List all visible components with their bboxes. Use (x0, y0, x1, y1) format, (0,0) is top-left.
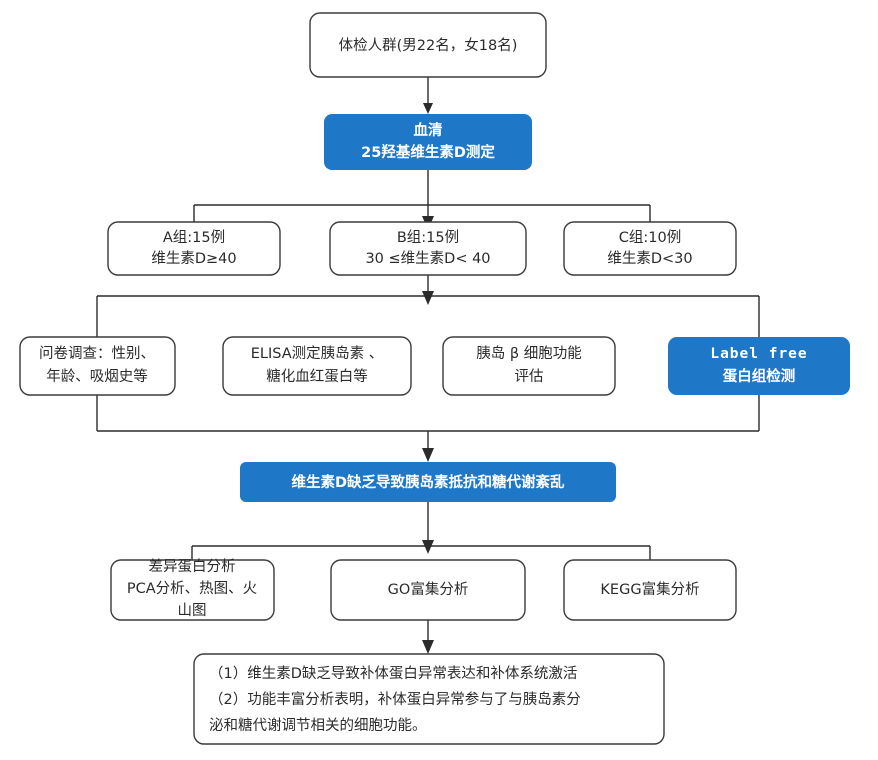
node-questionnaire-line-0: 问卷调查：性别、 (39, 345, 155, 362)
arrowhead-analysis-bar (422, 540, 434, 554)
node-conclusion-mid-line-0: 维生素D缺乏导致胰岛素抵抗和糖代谢紊乱 (291, 473, 565, 491)
node-beta-cell[interactable]: 胰岛 β 细胞功能 评估 (442, 336, 616, 396)
node-beta-cell-box[interactable] (442, 336, 616, 396)
node-questionnaire-box[interactable] (19, 336, 176, 396)
node-kegg-enrich-line-0: KEGG富集分析 (600, 580, 699, 598)
node-label-free-line-1: 蛋白组检测 (723, 367, 796, 385)
node-group-c-line-1: 维生素D<30 (607, 250, 692, 267)
node-diff-protein[interactable]: 差异蛋白分析 PCA分析、热图、火 山图 (110, 558, 275, 621)
node-conclusion-mid-box[interactable] (240, 462, 616, 502)
node-group-a-line-0: A组:15例 (163, 229, 225, 246)
node-group-b[interactable]: B组:15例 30 ≤维生素D< 40 (329, 221, 527, 276)
node-questionnaire[interactable]: 问卷调查：性别、 年龄、吸烟史等 (19, 336, 176, 396)
node-group-a[interactable]: A组:15例 维生素D≥40 (107, 221, 281, 276)
node-go-enrich-line-0: GO富集分析 (388, 580, 469, 598)
node-population-box[interactable] (309, 12, 547, 78)
node-final-findings-line-1: （2）功能丰富分析表明，补体蛋白异常参与了与胰岛素分 (209, 690, 581, 708)
node-group-b-line-1: 30 ≤维生素D< 40 (365, 250, 490, 267)
node-elisa-line-1: 糖化血红蛋白等 (266, 367, 368, 385)
node-final-findings-box[interactable] (193, 653, 665, 745)
node-go-enrich[interactable]: GO富集分析 (330, 559, 526, 621)
node-elisa[interactable]: ELISA测定胰岛素 、 糖化血红蛋白等 (222, 336, 412, 396)
node-population[interactable]: 体检人群(男22名，女18名) (309, 12, 547, 78)
node-serum-assay-line-0: 血清 (414, 121, 443, 139)
arrowhead-methods-bar (422, 291, 434, 305)
node-kegg-enrich[interactable]: KEGG富集分析 (563, 559, 737, 621)
node-final-findings-line-2: 泌和糖代谢调节相关的细胞功能。 (209, 717, 427, 734)
node-kegg-enrich-box[interactable] (563, 559, 737, 621)
node-group-c-line-0: C组:10例 (619, 229, 681, 246)
node-label-free-box[interactable] (668, 337, 850, 395)
node-serum-assay-line-1: 25羟基维生素D测定 (361, 143, 495, 161)
node-group-c-box[interactable] (563, 221, 737, 276)
node-serum-assay-box[interactable] (324, 114, 532, 170)
arrowhead-final (422, 640, 434, 654)
node-beta-cell-line-1: 评估 (515, 368, 544, 385)
node-questionnaire-line-1: 年龄、吸烟史等 (46, 367, 148, 385)
node-group-a-box[interactable] (107, 221, 281, 276)
node-beta-cell-line-0: 胰岛 β 细胞功能 (476, 345, 581, 362)
node-diff-protein-line-2: 山图 (178, 602, 207, 619)
node-diff-protein-box[interactable] (110, 559, 275, 621)
node-diff-protein-line-1: PCA分析、热图、火 (127, 580, 257, 597)
node-final-findings[interactable]: （1）维生素D缺乏导致补体蛋白异常表达和补体系统激活 （2）功能丰富分析表明，补… (193, 653, 665, 745)
arrowhead-conclusion-mid (422, 448, 434, 462)
node-group-b-line-0: B组:15例 (397, 229, 459, 246)
node-go-enrich-box[interactable] (330, 559, 526, 621)
connectors-layer (96, 77, 760, 654)
node-population-line-0: 体检人群(男22名，女18名) (339, 36, 518, 54)
node-group-b-box[interactable] (329, 221, 527, 276)
node-diff-protein-line-0: 差异蛋白分析 (149, 558, 236, 575)
node-serum-assay[interactable]: 血清 25羟基维生素D测定 (324, 114, 532, 170)
arrowhead-serum (423, 103, 433, 114)
node-group-a-line-1: 维生素D≥40 (151, 250, 236, 267)
node-elisa-line-0: ELISA测定胰岛素 、 (251, 345, 384, 362)
node-group-c[interactable]: C组:10例 维生素D<30 (563, 221, 737, 276)
node-final-findings-line-0: （1）维生素D缺乏导致补体蛋白异常表达和补体系统激活 (209, 665, 577, 682)
node-label-free-line-0: Label free (710, 346, 807, 362)
node-elisa-box[interactable] (222, 336, 412, 396)
node-conclusion-mid[interactable]: 维生素D缺乏导致胰岛素抵抗和糖代谢紊乱 (240, 462, 616, 502)
node-label-free[interactable]: Label free 蛋白组检测 (668, 337, 850, 395)
